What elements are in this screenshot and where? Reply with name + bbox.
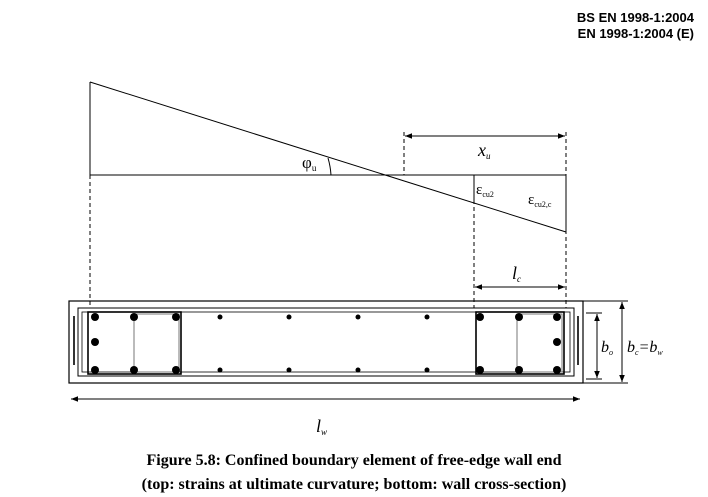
rebar — [286, 314, 292, 320]
wall-cross-section — [68, 300, 584, 384]
rebar — [217, 314, 223, 320]
rebar — [130, 366, 138, 374]
rebar — [217, 367, 223, 373]
bo-label: bo — [601, 339, 613, 357]
rebar — [476, 313, 484, 321]
strain-diagram — [89, 81, 567, 233]
rebar — [424, 314, 430, 320]
rebar — [91, 338, 99, 346]
rebar — [355, 367, 361, 373]
dimensions — [71, 133, 628, 402]
rebar — [515, 366, 523, 374]
rebar — [476, 366, 484, 374]
standard-line-1: BS EN 1998-1:2004 — [576, 10, 694, 25]
right-inner-tie — [516, 313, 563, 373]
diagram-labels: φu xu εcu2 εcu2,c lc bo bc=bw lw — [302, 140, 663, 437]
rebar — [355, 314, 361, 320]
rebar — [553, 366, 561, 374]
rebar — [553, 313, 561, 321]
cover-line-inner — [81, 311, 571, 373]
eps-cu2c-label: εcu2,c — [528, 192, 552, 209]
rebar — [91, 313, 99, 321]
wall-outline — [68, 300, 584, 384]
rebar — [515, 313, 523, 321]
figure-caption-line-2: (top: strains at ultimate curvature; bot… — [141, 476, 567, 493]
strain-distribution-line — [89, 81, 567, 233]
cover-line-outer — [77, 307, 575, 377]
left-confining-hoop — [87, 311, 182, 375]
rebar — [130, 313, 138, 321]
rebar — [424, 367, 430, 373]
curvature-angle-arc — [327, 157, 332, 176]
rebar — [172, 313, 180, 321]
lc-label: lc — [512, 263, 521, 284]
rebar — [172, 366, 180, 374]
xu-label: xu — [477, 140, 491, 161]
standard-reference: BS EN 1998-1:2004 EN 1998-1:2004 (E) — [577, 10, 694, 42]
bc-bw-label: bc=bw — [627, 339, 663, 357]
eps-cu2-label: εcu2 — [476, 182, 494, 199]
rebar — [553, 338, 561, 346]
figure-caption-line-1: Figure 5.8: Confined boundary element of… — [146, 452, 562, 469]
phi-u-label: φu — [302, 153, 317, 173]
lw-label: lw — [316, 416, 327, 437]
left-inner-tie — [133, 313, 180, 373]
right-confining-hoop — [475, 311, 565, 375]
projection-lines — [89, 132, 567, 308]
rebar — [91, 366, 99, 374]
standard-line-2: EN 1998-1:2004 (E) — [577, 26, 694, 41]
rebars — [91, 313, 561, 374]
rebar — [286, 367, 292, 373]
